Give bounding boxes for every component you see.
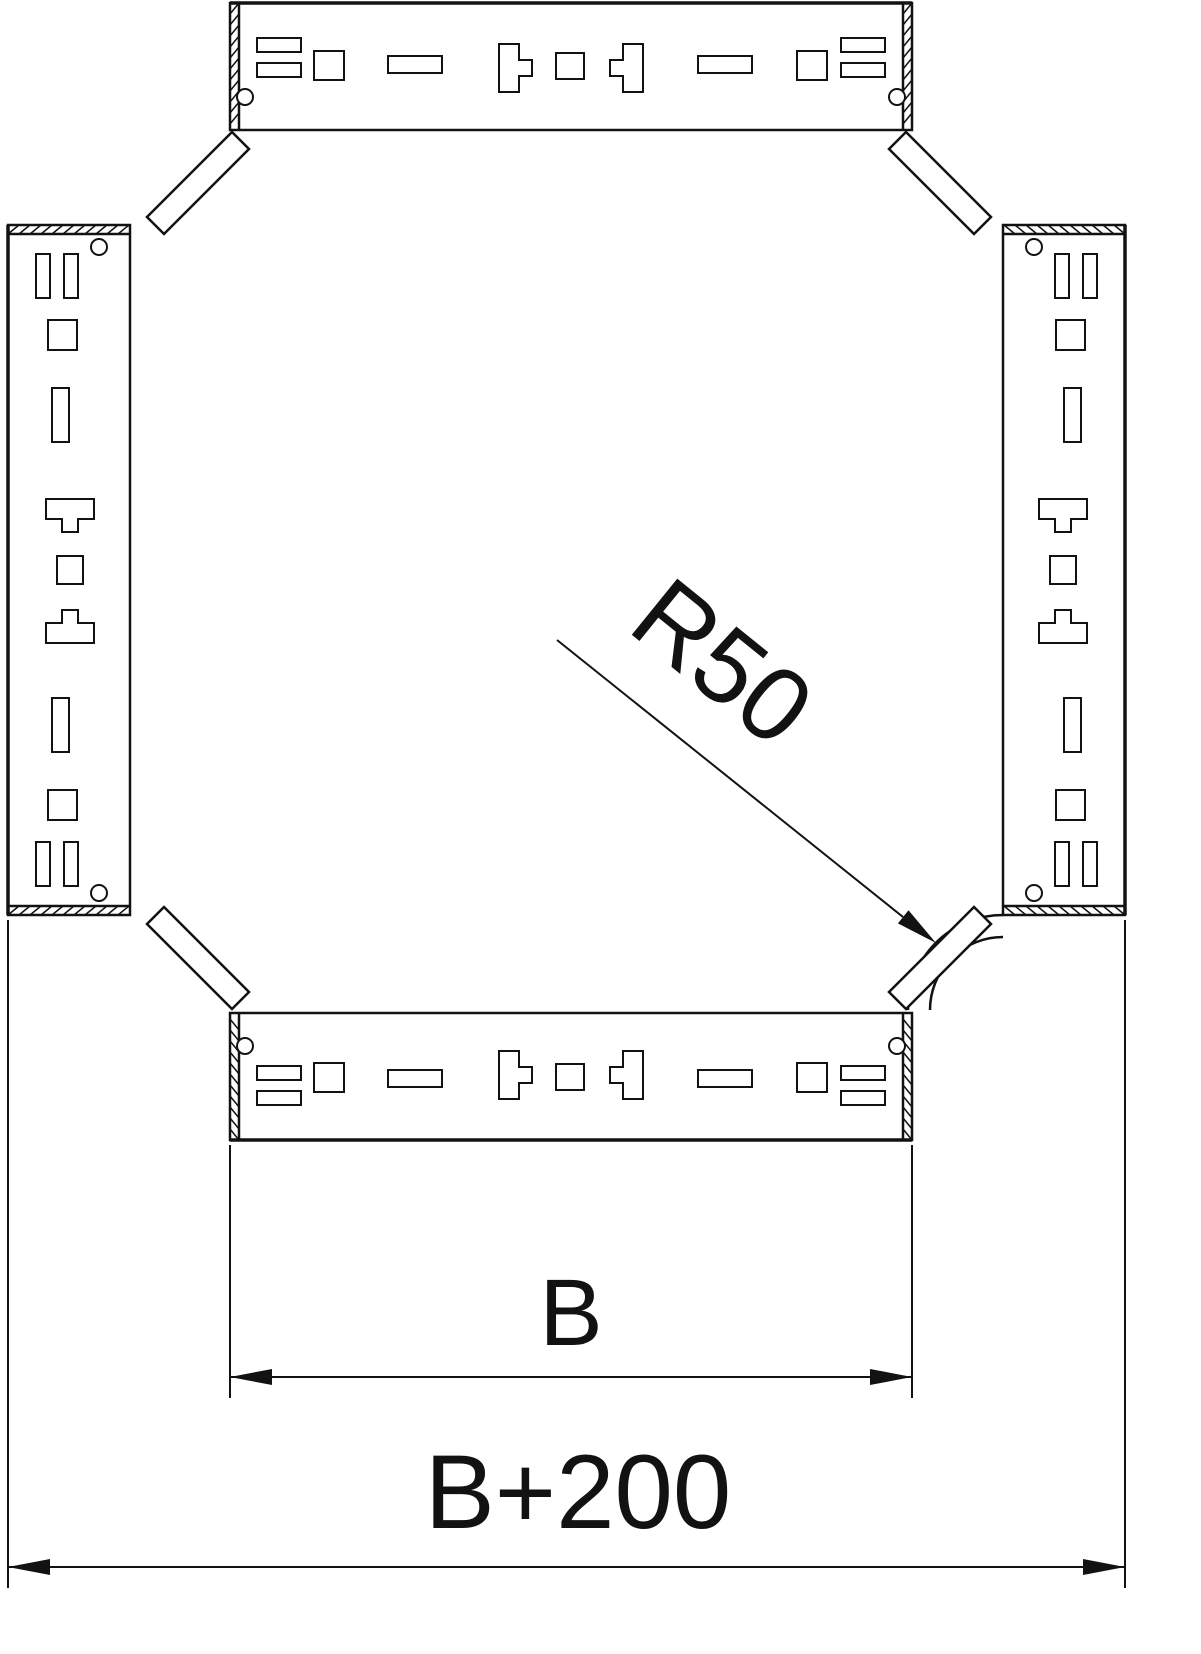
corner-strip-bottom-left: [145, 905, 251, 1011]
corner-strips: [145, 130, 993, 1011]
right-rail: [1001, 223, 1127, 917]
b200-arrowhead-right: [1083, 1559, 1125, 1575]
b200-dimension-label: B+200: [425, 1434, 732, 1551]
dimension-b-plus-200: B+200: [7, 920, 1126, 1588]
bottom-rail: [228, 1011, 914, 1142]
b-arrowhead-left: [230, 1369, 272, 1385]
corner-strip-bottom-right: [887, 905, 993, 1011]
r50-arrowhead: [897, 910, 936, 943]
r50-label: R50: [611, 556, 834, 768]
r50-annotation: R50: [556, 556, 936, 943]
b-dimension-label: B: [539, 1260, 602, 1366]
corner-strip-top-left: [145, 130, 251, 236]
r50-leader-line: [556, 639, 904, 918]
b-arrowhead-right: [870, 1369, 912, 1385]
b200-arrowhead-left: [8, 1559, 50, 1575]
top-rail: [228, 1, 914, 132]
corner-strip-top-right: [887, 130, 993, 236]
dimension-b: B: [229, 1145, 913, 1398]
left-rail: [6, 223, 132, 917]
